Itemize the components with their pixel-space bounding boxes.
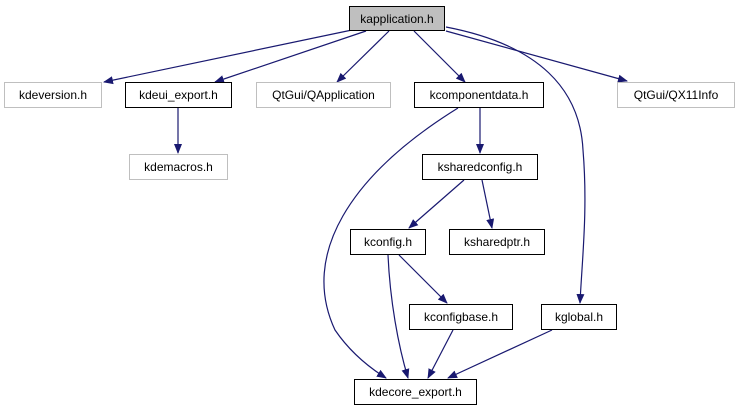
node-kconfigbase[interactable]: kconfigbase.h bbox=[409, 304, 513, 330]
node-ksharedptr[interactable]: ksharedptr.h bbox=[449, 229, 545, 255]
edge-kconfigbase-to-kdecore_export bbox=[427, 329, 454, 379]
edge-kapplication-to-kdeversion bbox=[103, 29, 353, 85]
edge-ksharedconfig-to-ksharedptr bbox=[481, 179, 495, 229]
edge-kconfig-to-kconfigbase bbox=[398, 254, 448, 304]
edge-kapplication-to-qx11info bbox=[445, 30, 628, 83]
node-qapplication: QtGui/QApplication bbox=[256, 82, 391, 108]
node-kconfig[interactable]: kconfig.h bbox=[350, 229, 426, 255]
edge-kcomponentdata-to-kdecore_export bbox=[323, 107, 459, 379]
node-kapplication: kapplication.h bbox=[349, 6, 445, 31]
edge-kapplication-to-kdeui_export bbox=[214, 30, 367, 83]
node-qx11info: QtGui/QX11Info bbox=[617, 82, 735, 108]
edge-kglobal-to-kdecore_export bbox=[447, 329, 553, 379]
edge-ksharedconfig-to-kconfig bbox=[408, 179, 465, 229]
node-ksharedconfig[interactable]: ksharedconfig.h bbox=[422, 154, 538, 180]
node-kdecore-export[interactable]: kdecore_export.h bbox=[354, 379, 477, 405]
edge-kapplication-to-kglobal bbox=[445, 26, 586, 304]
node-kdeui-export[interactable]: kdeui_export.h bbox=[125, 82, 232, 108]
edge-kapplication-to-kcomponentdata bbox=[413, 30, 466, 83]
edge-kapplication-to-qapplication bbox=[336, 30, 390, 83]
edge-kconfig-to-kdecore_export bbox=[387, 254, 410, 379]
node-kdemacros: kdemacros.h bbox=[129, 154, 228, 180]
node-kdeversion: kdeversion.h bbox=[4, 82, 102, 108]
node-kglobal[interactable]: kglobal.h bbox=[541, 304, 617, 330]
node-kcomponentdata[interactable]: kcomponentdata.h bbox=[414, 82, 544, 108]
